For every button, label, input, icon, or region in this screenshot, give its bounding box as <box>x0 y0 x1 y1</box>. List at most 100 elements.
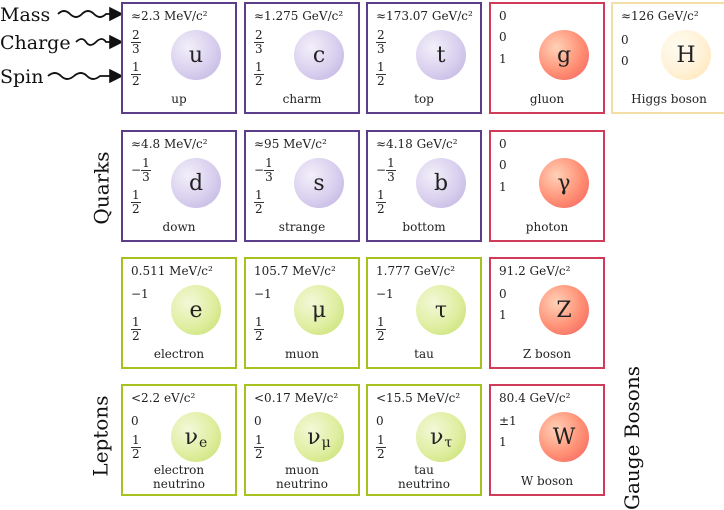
mass-value: ≈1.275 GeV/c² <box>254 9 344 23</box>
mass-value: ≈4.8 MeV/c² <box>131 137 208 151</box>
particle-symbol: u <box>171 30 221 80</box>
particle-symbol: s <box>294 158 344 208</box>
particle-name: down <box>162 220 196 234</box>
charge-value: −1 <box>376 287 394 301</box>
legend-spin-label: Spin <box>0 66 44 88</box>
particle-symbol: Z <box>539 285 589 335</box>
particle-name: electron <box>153 347 205 361</box>
legend-charge-label: Charge <box>0 32 71 54</box>
mass-value: ≈4.18 GeV/c² <box>376 137 458 151</box>
particle-symbol: c <box>294 30 344 80</box>
particle-symbol: γ <box>539 158 589 208</box>
particle-name: tau <box>414 347 434 361</box>
spin-value: 0 <box>621 54 629 68</box>
charge-value: 0 <box>376 414 384 428</box>
charge-value: ±1 <box>499 414 517 428</box>
particle-symbol: d <box>171 158 221 208</box>
legend-arrows <box>47 6 124 84</box>
mass-value: 1.777 GeV/c² <box>376 264 456 278</box>
mass-value: 105.7 MeV/c² <box>254 264 336 278</box>
charge-value: −1 <box>254 287 272 301</box>
charge-value: 0 <box>621 33 629 47</box>
mass-value: 91.2 GeV/c² <box>499 264 571 278</box>
charge-value: 0 <box>131 414 139 428</box>
particle-card-gluon: 0 0 1 g gluon <box>489 2 605 114</box>
particle-symbol: H <box>661 30 711 80</box>
particle-name: photon <box>525 220 569 234</box>
particle-symbol: g <box>539 30 589 80</box>
mass-value: ≈2.3 MeV/c² <box>131 9 208 23</box>
charge-value: 0 <box>499 158 507 172</box>
particle-symbol: e <box>171 285 221 335</box>
particle-name: Z boson <box>522 347 572 361</box>
particle-name: W boson <box>520 474 574 488</box>
mass-value: <15.5 MeV/c² <box>376 391 461 405</box>
particle-name: gluon <box>529 92 565 106</box>
particle-symbol: W <box>539 412 589 462</box>
charge-value: 0 <box>499 287 507 301</box>
particle-name: strange <box>278 220 326 234</box>
mass-value: 80.4 GeV/c² <box>499 391 571 405</box>
particle-name: top <box>414 92 434 106</box>
mass-value: <0.17 MeV/c² <box>254 391 339 405</box>
particle-card-higgs: ≈126 GeV/c² 0 0 H Higgs boson <box>611 2 724 114</box>
particle-card-photon: 0 0 1 γ photon <box>489 130 605 242</box>
particle-symbol: μ <box>294 285 344 335</box>
mass-value: 0 <box>499 137 507 151</box>
spin-value: 1 <box>499 308 507 322</box>
spin-value: 1 <box>499 180 507 194</box>
particle-name: charm <box>282 92 322 106</box>
legend-mass-label: Mass <box>0 4 51 26</box>
charge-value: 0 <box>254 414 262 428</box>
spin-value: 1 <box>499 435 507 449</box>
mass-value: <2.2 eV/c² <box>131 391 196 405</box>
gauge-bosons-label: Gauge Bosons <box>619 366 644 510</box>
quarks-label: Quarks <box>89 151 114 225</box>
particle-symbol: τ <box>416 285 466 335</box>
particle-name: muon <box>284 347 320 361</box>
leptons-label: Leptons <box>88 395 113 477</box>
charge-value: −1 <box>131 287 149 301</box>
particle-symbol: b <box>416 158 466 208</box>
charge-value: 0 <box>499 30 507 44</box>
mass-value: 0.511 MeV/c² <box>131 264 213 278</box>
particle-name: bottom <box>402 220 446 234</box>
particle-symbol: t <box>416 30 466 80</box>
mass-value: ≈173.07 GeV/c² <box>376 9 473 23</box>
